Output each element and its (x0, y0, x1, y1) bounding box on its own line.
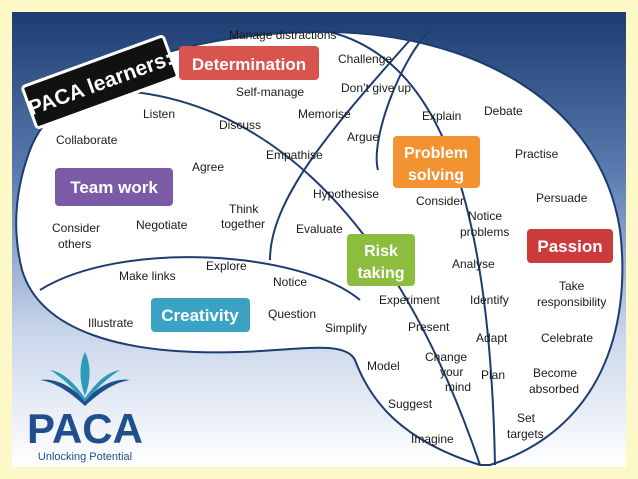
word-evaluate: Evaluate (296, 222, 343, 236)
category-risk-taking-label-1: Risk (364, 243, 398, 260)
category-passion-label: Passion (537, 237, 602, 256)
word-mind: mind (445, 380, 471, 394)
word-your: your (440, 365, 463, 379)
word-persuade: Persuade (536, 191, 588, 205)
logo-tagline: Unlocking Potential (38, 451, 132, 463)
word-consider: Consider (416, 194, 464, 208)
category-team-work-label: Team work (70, 178, 158, 197)
word-practise: Practise (515, 147, 559, 161)
word-change: Change (425, 350, 467, 364)
word-notice-problems-1: Notice (468, 209, 502, 223)
word-celebrate: Celebrate (541, 331, 593, 345)
category-risk-taking-label-2: taking (357, 265, 404, 282)
divider-curve-4 (39, 256, 361, 301)
divider-curve-3 (269, 39, 411, 261)
word-listen: Listen (143, 107, 175, 121)
word-suggest: Suggest (388, 397, 433, 411)
word-notice-problems-2: problems (460, 225, 509, 239)
word-manage-distractions: Manage distractions (229, 28, 336, 42)
word-consider-others-1: Consider (52, 221, 100, 235)
logo-name: PACA (27, 405, 143, 452)
word-become: Become (533, 366, 577, 380)
word-question: Question (268, 307, 316, 321)
category-determination-label: Determination (192, 55, 306, 74)
word-imagine: Imagine (411, 432, 454, 446)
word-targets: targets (507, 427, 544, 441)
divider-curve-5 (375, 29, 431, 171)
word-explain: Explain (422, 109, 461, 123)
word-agree: Agree (192, 160, 224, 174)
word-explore: Explore (206, 259, 247, 273)
word-negotiate: Negotiate (136, 218, 188, 232)
word-make-links: Make links (119, 269, 176, 283)
word-argue: Argue (347, 130, 379, 144)
word-together: together (221, 217, 265, 231)
word-model: Model (367, 359, 400, 373)
word-plan: Plan (481, 368, 505, 382)
word-illustrate: Illustrate (88, 316, 134, 330)
word-challenge: Challenge (338, 52, 392, 66)
divider-curve-1 (99, 89, 481, 466)
category-creativity-label: Creativity (161, 306, 239, 325)
word-consider-others-2: others (58, 237, 91, 251)
word-self-manage: Self-manage (236, 85, 304, 99)
word-notice: Notice (273, 275, 307, 289)
word-take: Take (559, 279, 585, 293)
word-hypothesise: Hypothesise (313, 187, 379, 201)
word-responsibility: responsibility (537, 295, 606, 309)
word-set: Set (517, 411, 536, 425)
word-experiment: Experiment (379, 293, 440, 307)
category-passion: Passion (527, 229, 613, 263)
word-discuss: Discuss (219, 118, 261, 132)
logo-leaf-icon (40, 352, 130, 406)
word-collaborate: Collaborate (56, 133, 118, 147)
word-simplify: Simplify (325, 321, 367, 335)
category-problem-solving-label-2: solving (408, 167, 464, 184)
word-dont-give-up: Don’t give up (341, 81, 411, 95)
paca-logo: PACA Unlocking Potential (27, 352, 143, 463)
word-debate: Debate (484, 104, 523, 118)
category-problem-solving: Problem solving (393, 136, 480, 188)
word-identify: Identify (470, 293, 509, 307)
category-creativity: Creativity (151, 298, 250, 332)
word-adapt: Adapt (476, 331, 508, 345)
category-risk-taking: Risk taking (347, 234, 415, 286)
category-team-work: Team work (55, 168, 173, 206)
category-determination: Determination (179, 46, 319, 80)
category-problem-solving-label-1: Problem (404, 145, 468, 162)
word-analyse: Analyse (452, 257, 495, 271)
word-empathise: Empathise (266, 148, 323, 162)
word-memorise: Memorise (298, 107, 351, 121)
word-absorbed: absorbed (529, 382, 579, 396)
word-think: Think (229, 202, 259, 216)
word-present: Present (408, 320, 450, 334)
